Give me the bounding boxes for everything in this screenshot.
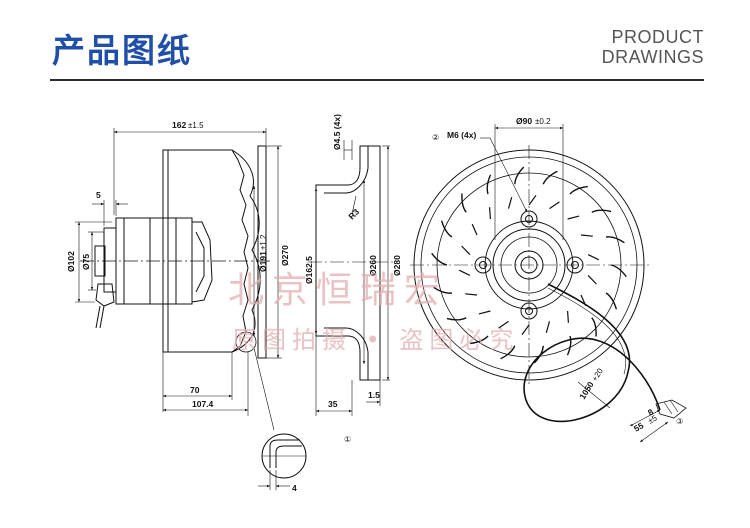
blade-mark [446,317,467,321]
dim-d280: Ø280 [392,255,402,276]
inner-blade-mark [545,321,551,333]
dim-70: 70 [190,385,200,395]
blade-mark [500,345,516,360]
dim-162: 162 [172,120,186,130]
dim-d162-5: Ø162.5 [304,256,314,284]
section-view-labels: Ø4.5 (4x) R3 Ø162.5 Ø260 Ø280 35 1.5 ① [304,114,402,444]
blade-mark [433,286,452,294]
dim-m6-4x: M6 (4x) [447,130,476,140]
dim-5: 5 [96,190,101,200]
subtitle-line-1: PRODUCT [611,27,704,47]
dim-8: 8 [646,407,655,418]
dim-d102: Ø102 [66,251,76,272]
inner-blade-mark [507,197,513,209]
dim-d75: Ø75 [81,254,91,270]
dim-cable-tol: +20 [590,366,605,383]
inner-blade-mark [587,254,600,261]
blade-mark [514,166,525,185]
inner-blade-mark [528,194,537,206]
dim-cable-length: 1050 [577,379,596,401]
page-header: 产品图纸 PRODUCT DRAWINGS [0,0,750,82]
dim-107-4: 107.4 [192,399,214,409]
dim-d191: Ø191 [258,251,268,272]
blade-mark [470,335,489,345]
callout-1: ① [344,435,351,444]
blade-mark [569,185,588,195]
callout-2: ② [432,133,439,142]
inner-blade-mark [498,320,509,329]
dim-35: 35 [328,399,338,409]
blade-mark [606,236,625,244]
page-title: 产品图纸 [52,31,192,70]
inner-blade-mark [567,310,569,323]
watermark: 北京恒瑞宏 原图拍摄 • 盗图必究 [228,270,519,354]
inner-blade-mark [567,215,580,220]
dim-162-tol: ±1.5 [188,121,204,130]
side-view [75,128,282,431]
inner-blade-mark [521,324,530,336]
callout-3: ③ [676,417,683,426]
blade-mark [542,170,558,185]
inner-blade-mark [580,234,593,237]
dim-d260: Ø260 [368,255,378,276]
inner-blade-mark [549,201,560,210]
blade-mark [440,220,453,238]
dim-1-5: 1.5 [368,390,380,400]
side-view-labels: 162 ±1.5 5 Ø102 Ø75 Ø191 ±1.2 Ø270 70 10… [66,120,290,409]
watermark-line-1: 北京恒瑞宏 [228,270,448,311]
dim-d191-tol: ±1.2 [259,234,268,250]
blade-mark [605,292,618,310]
inner-blade-mark [465,293,478,296]
header-divider [50,79,704,81]
dim-55: 55 [632,420,645,434]
blade-mark [610,264,627,278]
inner-blade-mark [587,274,597,285]
impeller-outline [162,149,249,353]
section-view [308,140,396,416]
front-view-labels: ② M6 (4x) Ø90 ±0.2 1050 +20 8 55 ±5 ③ [432,116,683,434]
blade-mark [486,174,492,195]
dim-d90: Ø90 [516,116,532,126]
front-view [410,124,687,443]
dim-r3: R3 [346,206,361,221]
cable-loop [523,283,661,423]
dim-d90-tol: ±0.2 [535,117,551,126]
blade-mark [591,317,597,337]
blade-mark [566,335,572,356]
impeller-blades [431,166,627,364]
dim-hole-4x: Ø4.5 (4x) [332,114,342,150]
detail-view [258,433,307,490]
blade-mark [591,209,612,213]
blade-mark [431,252,448,266]
inner-blade-mark [458,269,471,276]
watermark-line-2: 原图拍摄 • 盗图必究 [232,326,519,354]
blade-mark [461,193,467,213]
page-subtitle: PRODUCT DRAWINGS [602,27,704,67]
dim-4: 4 [292,483,297,493]
inner-blade-mark [461,245,471,256]
inner-blade-mark [478,310,491,315]
dim-d270: Ø270 [280,245,290,266]
cable-gland [95,283,115,307]
inner-blade-mark [489,207,491,220]
inner-blade-mark [471,223,478,236]
subtitle-line-2: DRAWINGS [601,47,704,67]
